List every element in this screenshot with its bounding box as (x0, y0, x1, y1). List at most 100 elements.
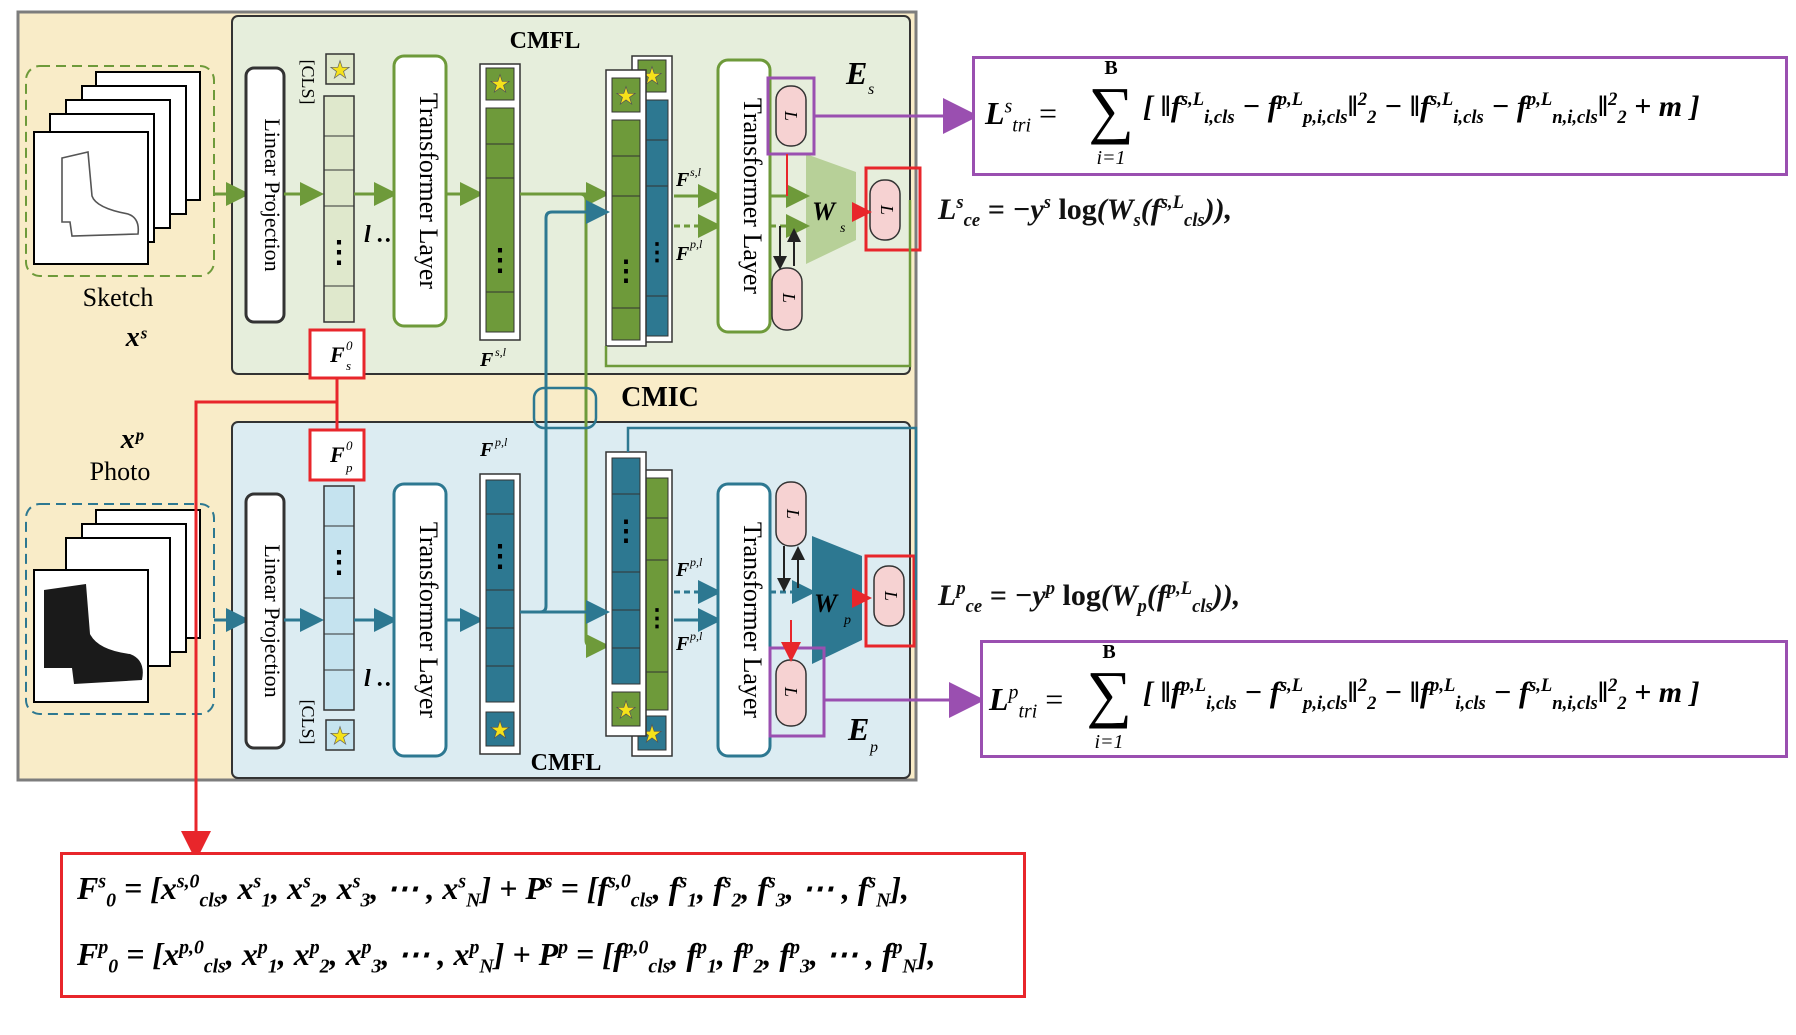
svg-text:F: F (675, 243, 690, 265)
svg-text:★: ★ (489, 72, 511, 98)
svg-text:★: ★ (615, 84, 637, 110)
tri-p-sum-bottom: i=1 (1094, 731, 1124, 753)
svg-text:Linear Projection: Linear Projection (260, 118, 285, 271)
cmic-label: CMIC (621, 382, 699, 413)
cmfl-top-label: CMFL (510, 28, 581, 54)
svg-text:p,l: p,l (689, 555, 703, 569)
svg-text:F: F (675, 559, 690, 581)
svg-text:p,l: p,l (494, 435, 508, 449)
svg-text:⋮: ⋮ (485, 540, 515, 573)
tri-s-sum-top: B (1104, 57, 1118, 79)
svg-text:s: s (868, 81, 874, 98)
svg-text:L: L (781, 686, 801, 697)
triplet-loss-sketch-box: Lstri = B ∑ i=1 [ ‖fs,Li,cls − fp,Lp,i,c… (972, 56, 1788, 176)
xs-label: xˢ (125, 322, 148, 353)
tri-p-body: [ ‖fp,Li,cls − fs,Lp,i,cls‖22 − ‖fp,Li,c… (1143, 675, 1700, 714)
svg-text:⋮: ⋮ (645, 240, 669, 266)
tri-p-lhs: Lptri (989, 681, 1038, 723)
transformer-layer-bottom-right (716, 482, 772, 758)
svg-text:p: p (843, 613, 851, 628)
svg-text:[CLS]: [CLS] (298, 60, 318, 105)
transformer-layer-top (392, 54, 448, 328)
svg-text:L: L (881, 590, 901, 601)
svg-text:★: ★ (329, 58, 351, 84)
svg-text:⋮: ⋮ (612, 516, 640, 547)
svg-text:★: ★ (489, 718, 511, 744)
svg-text:⋮: ⋮ (485, 244, 515, 277)
svg-text:F: F (675, 169, 690, 191)
tri-s-sum: ∑ (1088, 74, 1134, 145)
loss-ce-p-node (873, 565, 905, 627)
svg-text:p: p (869, 739, 878, 756)
svg-text:⋮: ⋮ (612, 256, 640, 287)
token-column-bottom: ⋮ (323, 485, 355, 711)
tri-s-sum-bottom: i=1 (1096, 147, 1126, 169)
svg-text:F: F (479, 439, 494, 461)
ce-loss-sketch: Lsce = −ys log(Ws(fs,Lcls)), (938, 192, 1233, 231)
svg-text:s,l: s,l (690, 165, 702, 179)
svg-text:L: L (779, 292, 799, 303)
feature-column-F-pl: ⋮ ★ (479, 473, 521, 755)
classifier-Ws (806, 154, 856, 264)
svg-text:W: W (812, 197, 837, 226)
sketch-input-box (25, 65, 215, 277)
loss-kd-s-node (771, 267, 803, 331)
feature-column-F-sl: ★ ⋮ (479, 63, 521, 341)
svg-text:L: L (783, 508, 803, 519)
classifier-Wp (812, 536, 862, 664)
svg-text:Transformer Layer: Transformer Layer (414, 93, 443, 289)
svg-text:⋮: ⋮ (324, 236, 354, 269)
sketch-label: Sketch (83, 283, 154, 312)
svg-text:L: L (781, 110, 801, 121)
svg-text:Transformer Layer: Transformer Layer (414, 522, 443, 718)
tri-s-lhs: Lstri (985, 95, 1031, 137)
token-column-top: ⋮ (323, 95, 355, 323)
svg-text:★: ★ (615, 698, 637, 724)
svg-text:F: F (329, 442, 345, 467)
photo-input-box (25, 503, 215, 715)
svg-text:s,l: s,l (495, 345, 507, 359)
sketch-image (33, 131, 149, 265)
boot-photo-icon (44, 584, 143, 684)
boot-sketch-icon (61, 151, 140, 237)
svg-text:Transformer Layer: Transformer Layer (738, 522, 767, 718)
F-p0-box (308, 428, 366, 482)
triplet-loss-photo-box: Lptri = B ∑ i=1 [ ‖fp,Li,cls − fs,Lp,i,c… (980, 640, 1788, 758)
svg-text:[CLS]: [CLS] (298, 700, 318, 745)
svg-text:0: 0 (346, 338, 353, 353)
svg-text:p,l: p,l (689, 237, 703, 251)
cmfl-bottom-label: CMFL (531, 750, 602, 776)
svg-text:F: F (479, 349, 494, 371)
svg-text:Transformer Layer: Transformer Layer (738, 98, 767, 294)
concat-features-top: ★ ★ ⋮ ⋮ (605, 55, 673, 347)
cls-star-token-bottom (325, 719, 355, 751)
F-s0-box (308, 328, 366, 380)
svg-text:⋮: ⋮ (645, 606, 669, 632)
svg-text:⋮: ⋮ (324, 546, 354, 579)
loss-tri-s-node (775, 85, 807, 147)
tri-p-sum-top: B (1102, 641, 1116, 663)
svg-text:F: F (675, 633, 690, 655)
svg-text:★: ★ (329, 724, 351, 750)
F0-definition-box: Fs0 = [xs,0cls, xs1, xs2, xs3, ⋯ , xsN] … (60, 852, 1026, 998)
tri-p-sum: ∑ (1086, 658, 1132, 729)
xp-label: xᵖ (120, 424, 144, 455)
svg-text:p,l: p,l (689, 629, 703, 643)
svg-text:0: 0 (346, 438, 353, 453)
F0-photo-eq: Fp0 = [xp,0cls, xp1, xp2, xp3, ⋯ , xpN] … (77, 936, 936, 978)
concat-features-bottom: ★ ⋮ ⋮ ★ (605, 451, 673, 757)
photo-label: Photo (90, 457, 151, 486)
Ep-label: E (847, 711, 869, 747)
svg-text:W: W (814, 589, 839, 618)
F0-sketch-eq: Fs0 = [xs,0cls, xs1, xs2, xs3, ⋯ , xsN] … (77, 870, 910, 912)
svg-text:s: s (346, 358, 351, 373)
svg-text:p: p (345, 460, 353, 475)
svg-text:s: s (840, 221, 846, 236)
Es-label: E (845, 55, 867, 91)
tri-s-body: [ ‖fs,Li,cls − fp,Lp,i,cls‖22 − ‖fs,Li,c… (1143, 89, 1700, 128)
svg-text:F: F (329, 342, 345, 367)
svg-text:Linear Projection: Linear Projection (260, 544, 285, 697)
cls-star-token-top (325, 53, 355, 85)
ce-loss-photo: Lpce = −yp log(Wp(fp,Lcls)), (938, 578, 1241, 617)
